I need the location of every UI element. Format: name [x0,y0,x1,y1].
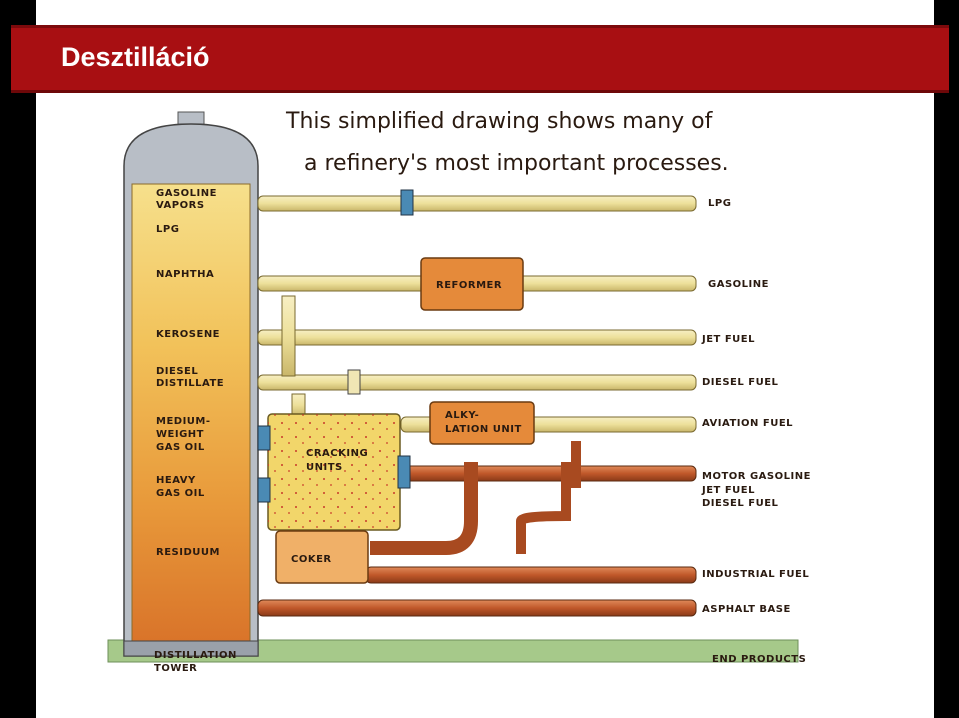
tower-layer-distillate: DISTILLATE [156,378,224,389]
product-industrial-fuel: INDUSTRIAL FUEL [702,569,809,580]
product-diesel-fuel: DIESEL FUEL [702,377,779,388]
product-lpg: LPG [708,198,731,209]
alkylation-label-line-1: ALKY- [445,410,479,421]
tower-layer-weight: WEIGHT [156,429,204,440]
product-jet-fuel: JET FUEL [701,334,755,345]
cracking-label-line-2: UNITS [306,462,343,473]
tower-layer-vapors: VAPORS [156,200,205,211]
coker-label: COKER [291,554,332,565]
product-motor-diesel-fuel: DIESEL FUEL [702,498,779,509]
tower-layer-gas-oil-2: GAS OIL [156,488,205,499]
copper-pipes [257,416,697,617]
caption-line-1: This simplified drawing shows many of [285,109,714,134]
cracking-label-line-1: CRACKING [306,448,368,459]
tower-layer-lpg: LPG [156,224,179,235]
alkylation-label-line-2: LATION UNIT [445,424,522,435]
tower-layer-residuum: RESIDUUM [156,547,220,558]
tower-layer-gas-oil-1: GAS OIL [156,442,205,453]
reformer-label: REFORMER [436,280,502,291]
reformer-unit [420,257,524,311]
ground-strip [107,639,799,663]
caption-line-2: a refinery's most important processes. [304,151,729,176]
title-bar: Desztilláció [11,25,949,93]
tower-layer-medium: MEDIUM- [156,416,211,427]
tower-layer-kerosene: KEROSENE [156,329,220,340]
tower-layer-diesel: DIESEL [156,366,198,377]
slide-title: Desztilláció [61,42,210,72]
tower-label-line-1: DISTILLATION [154,650,237,661]
coker-unit [275,530,369,584]
tower-layer-naphtha: NAPHTHA [156,269,214,280]
product-motor-gasoline: MOTOR GASOLINE [702,471,811,482]
product-aviation-fuel: AVIATION FUEL [702,418,793,429]
alkylation-unit [429,401,535,445]
tower-layer-gasoline: GASOLINE [156,188,217,199]
tower-layer-heavy: HEAVY [156,475,196,486]
tower-label-line-2: TOWER [154,663,197,674]
cracking-unit [257,413,411,531]
product-end-products: END PRODUCTS [712,654,806,665]
distillation-tower [123,111,259,657]
refinery-diagram: This simplified drawing shows many of a … [107,109,811,674]
product-motor-jet-fuel: JET FUEL [701,485,755,496]
product-gasoline: GASOLINE [708,279,769,290]
product-asphalt-base: ASPHALT BASE [702,604,791,615]
